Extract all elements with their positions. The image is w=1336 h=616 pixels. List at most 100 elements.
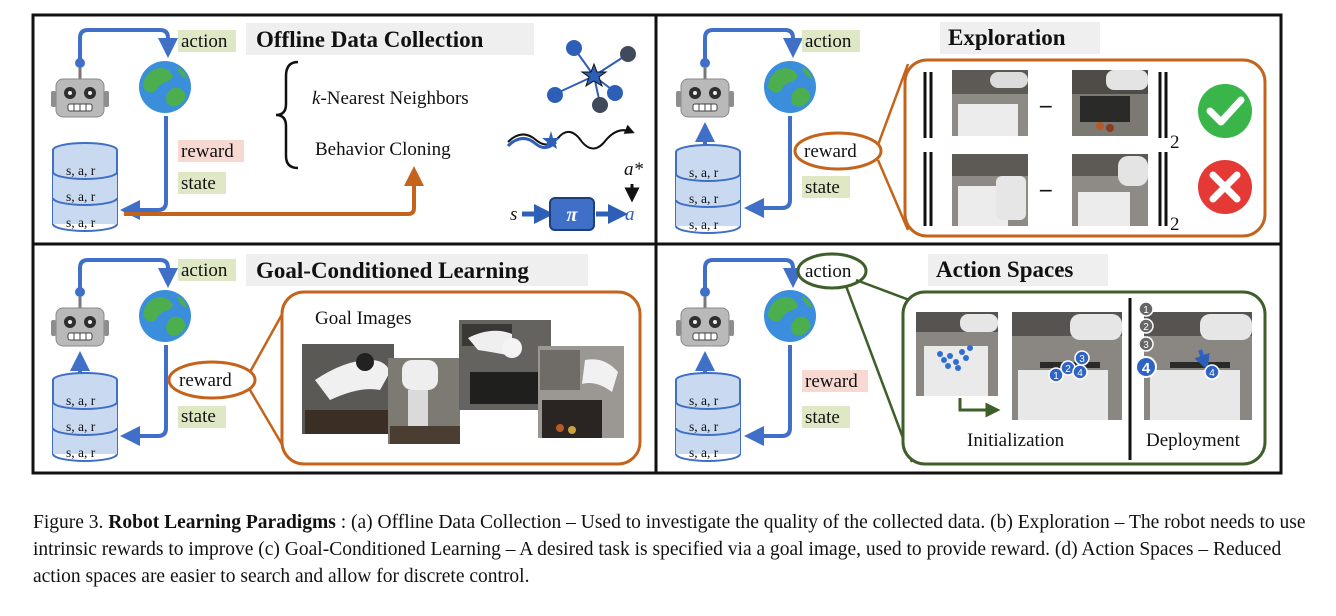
caption-text: : (a) Offline Data Collection – Used to … (33, 512, 1306, 587)
policy-output: a (625, 204, 635, 225)
figure-diagram: Offline Data Collection action reward st… (31, 13, 1283, 475)
db-row: s, a, r (689, 445, 719, 460)
reward-label: reward (179, 370, 232, 391)
reward-highlight (793, 131, 883, 171)
globe-icon (764, 290, 816, 342)
db-row: s, a, r (689, 217, 719, 232)
robot-icon (674, 285, 736, 348)
action-label: action (181, 260, 228, 281)
init-point-markers: 1 2 3 4 (1048, 350, 1090, 383)
goal-image (302, 344, 394, 434)
robot-icon (674, 56, 736, 119)
init-point-label: 1 (1053, 371, 1059, 382)
state-arrow (744, 116, 792, 218)
action-label: action (181, 31, 228, 52)
policy-symbol: π (567, 204, 579, 226)
action-arrow (703, 28, 803, 60)
goal-title: Goal-Conditioned Learning (256, 258, 529, 283)
globe-icon (139, 290, 191, 342)
reward-highlight (167, 360, 257, 400)
action-label: action (805, 261, 852, 282)
db-row: s, a, r (689, 191, 719, 206)
action-highlight (796, 252, 868, 290)
init-point-label: 4 (1077, 368, 1083, 379)
exploration-title: Exploration (948, 25, 1066, 50)
deployment-label: Deployment (1146, 430, 1241, 451)
policy-box (549, 197, 595, 231)
caption-figure-number: Figure 3. (33, 512, 104, 533)
db-row: s, a, r (66, 215, 96, 230)
goal-image (538, 346, 624, 438)
check-icon (1198, 84, 1252, 138)
init-arrow (958, 398, 1001, 418)
reward-label: reward (181, 141, 234, 162)
action-arrow (78, 258, 178, 290)
reward-label: reward (804, 141, 857, 162)
robot-icon (49, 285, 111, 348)
state-arrow (120, 116, 168, 220)
deploy-point-label: 2 (1143, 322, 1149, 333)
reward-label: reward (805, 371, 858, 392)
exploration-photo (1072, 154, 1148, 226)
offline-title-bg (246, 23, 534, 55)
goal-image (459, 320, 551, 410)
deploy-point-markers: 1 2 3 4 4 (1135, 301, 1220, 380)
policy-input: s (510, 204, 517, 225)
norm-subscript: 2 (1170, 132, 1180, 153)
state-arrow (120, 345, 168, 446)
goal-images-label: Goal Images (315, 308, 412, 329)
exploration-photo (952, 70, 1028, 136)
state-arrow (744, 345, 792, 446)
action-arrow (78, 28, 178, 60)
cross-icon (1198, 160, 1252, 214)
db-row: s, a, r (689, 419, 719, 434)
methods-brace (275, 60, 299, 170)
exploration-photo (1072, 70, 1148, 136)
action-spaces-title: Action Spaces (936, 257, 1073, 282)
robot-icon (49, 56, 111, 119)
panel-goal-conditioned: Goal-Conditioned Learning action reward … (49, 254, 642, 466)
db-row: s, a, r (66, 393, 96, 408)
state-label: state (805, 407, 840, 428)
policy-target: a* (624, 159, 644, 180)
data-to-methods-arrow (124, 166, 424, 216)
deploy-point-label: 3 (1143, 340, 1149, 351)
init-photo-before (916, 312, 998, 396)
state-label: state (181, 173, 216, 194)
db-row: s, a, r (66, 163, 96, 178)
state-label: state (181, 406, 216, 427)
deploy-point-label: 4 (1209, 368, 1215, 379)
init-point-label: 3 (1079, 354, 1085, 365)
caption-bold-title: Robot Learning Paradigms (108, 512, 336, 533)
deploy-point-label: 1 (1143, 305, 1149, 316)
deploy-photo (1144, 312, 1252, 420)
trajectory-icon (506, 124, 635, 150)
panel-action-spaces: Action Spaces action reward state s, a, … (674, 252, 1267, 466)
minus-sign: – (1039, 92, 1052, 117)
policy-diagram: s π a a* (510, 159, 644, 231)
db-row: s, a, r (66, 445, 96, 460)
goal-image (388, 358, 460, 444)
knn-graph-icon (547, 40, 636, 113)
minus-sign: – (1039, 176, 1052, 201)
panel-offline-data-collection: Offline Data Collection action reward st… (49, 23, 644, 232)
panel-exploration: Exploration action reward state s, a, r … (674, 22, 1267, 238)
globe-icon (764, 61, 816, 113)
action-label: action (805, 31, 852, 52)
db-row: s, a, r (66, 419, 96, 434)
method-behavior-cloning: Behavior Cloning (315, 139, 451, 160)
initialization-label: Initialization (967, 430, 1065, 451)
method-knn: k-Nearest Neighbors (312, 88, 469, 109)
db-row: s, a, r (689, 393, 719, 408)
globe-icon (139, 61, 191, 113)
deploy-point-label: 4 (1142, 360, 1151, 377)
db-row: s, a, r (689, 165, 719, 180)
exploration-photo (952, 154, 1028, 226)
state-label: state (805, 177, 840, 198)
offline-title: Offline Data Collection (256, 27, 484, 52)
db-row: s, a, r (66, 189, 96, 204)
norm-subscript: 2 (1170, 214, 1180, 235)
init-point-label: 2 (1065, 364, 1071, 375)
figure-caption: Figure 3. Robot Learning Paradigms : (a)… (33, 509, 1323, 590)
action-arrow (703, 258, 803, 290)
